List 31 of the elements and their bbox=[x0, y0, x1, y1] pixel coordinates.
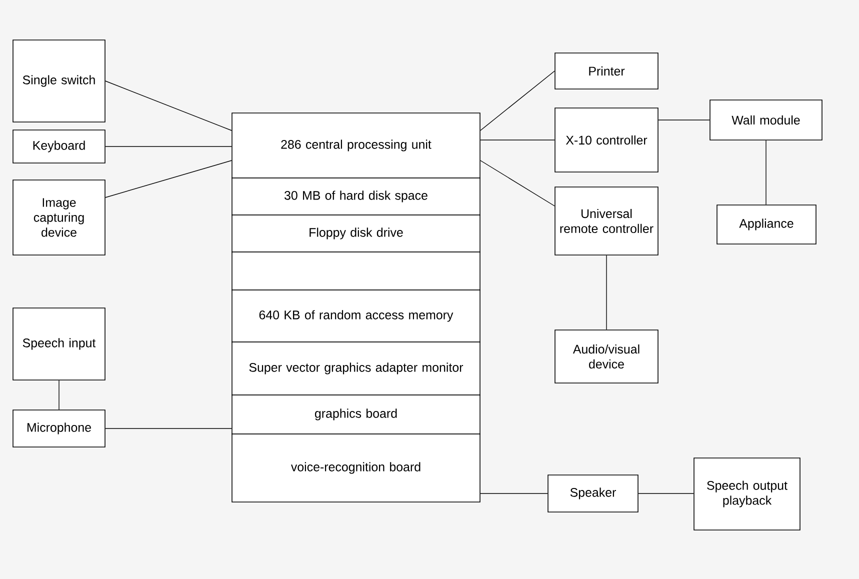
stack-cell: 286 central processing unit bbox=[232, 112, 480, 178]
component-box: Single switch bbox=[12, 40, 106, 122]
connector-line bbox=[638, 493, 694, 494]
component-box: Speech input bbox=[12, 308, 106, 380]
connector-line bbox=[480, 493, 548, 494]
component-box: Microphone bbox=[12, 410, 106, 448]
component-box: Wall module bbox=[710, 100, 822, 140]
component-box: Speaker bbox=[548, 474, 638, 512]
stack-cell: graphics board bbox=[232, 394, 480, 434]
stack-cell bbox=[232, 252, 480, 290]
component-box: Audio/visual device bbox=[554, 330, 658, 384]
connector-line bbox=[105, 80, 232, 131]
connector-line bbox=[480, 70, 555, 131]
component-box: Image capturing device bbox=[12, 180, 106, 256]
component-box: Appliance bbox=[716, 204, 816, 244]
connector-line bbox=[606, 255, 607, 330]
stack-cell: Super vector graphics adapter monitor bbox=[232, 342, 480, 396]
stack-cell: voice-recognition board bbox=[232, 434, 480, 502]
stack-cell: Floppy disk drive bbox=[232, 214, 480, 252]
stack-cell: 640 KB of random access memory bbox=[232, 290, 480, 342]
component-box: Speech output playback bbox=[694, 458, 800, 530]
component-box: X-10 controller bbox=[554, 108, 658, 172]
connector-line bbox=[105, 160, 232, 198]
stack-cell: 30 MB of hard disk space bbox=[232, 178, 480, 216]
component-box: Universal remote controller bbox=[554, 186, 658, 256]
component-box: Keyboard bbox=[12, 130, 106, 164]
connector-line bbox=[105, 428, 232, 429]
connector-line bbox=[58, 380, 60, 410]
component-box: Printer bbox=[554, 52, 658, 90]
connector-line bbox=[480, 160, 555, 206]
connector-line bbox=[105, 146, 232, 147]
